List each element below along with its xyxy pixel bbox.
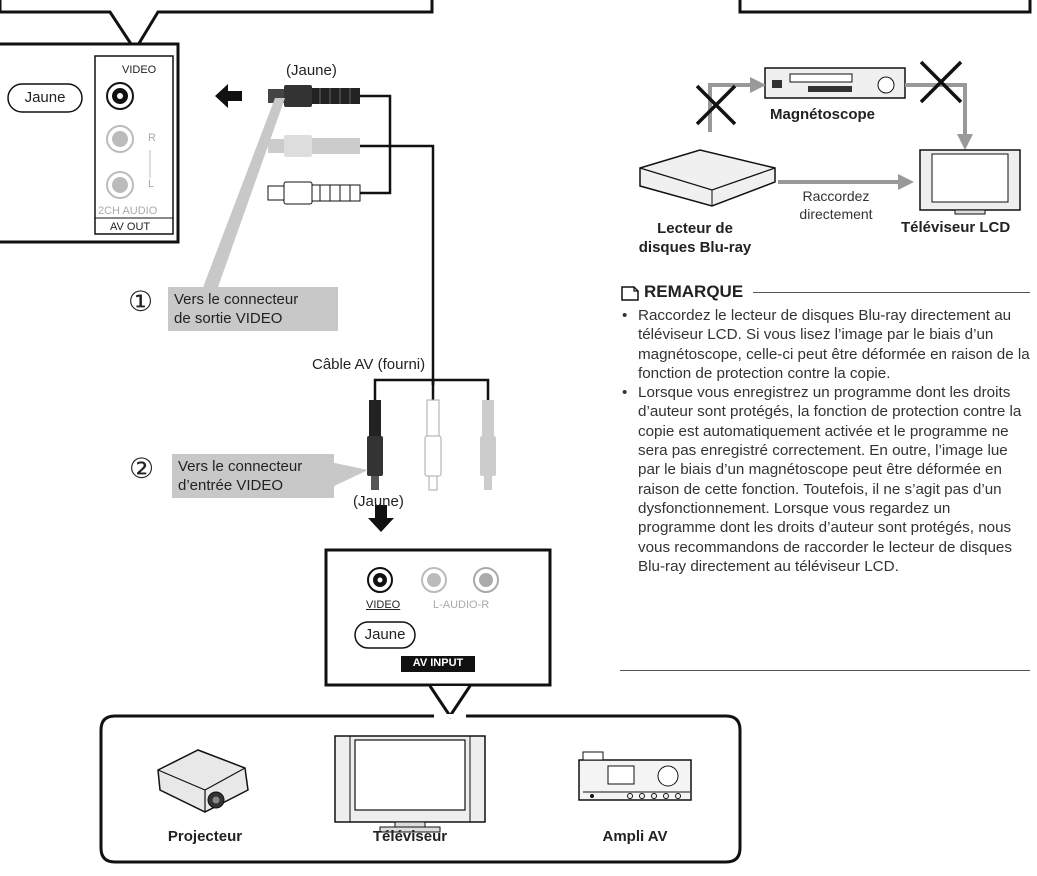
direct-line1: Raccordez <box>802 188 870 204</box>
amplifier-icon <box>578 751 692 801</box>
step-2-line1: Vers le connecteur <box>178 458 303 475</box>
note-divider <box>620 670 1030 671</box>
player-av-out-label: AV OUT <box>110 221 151 233</box>
lcd-tv-icon <box>919 149 1021 215</box>
arrow-to-input <box>368 505 394 532</box>
device-amp-label: Ampli AV <box>602 828 668 845</box>
step-2-callout: Vers le connecteur d’entrée VIDEO <box>172 454 334 498</box>
input-jaune-label: Jaune <box>364 626 406 643</box>
plugs-top <box>267 85 361 205</box>
note-icon <box>621 286 639 301</box>
projector-icon <box>157 749 249 813</box>
note-list: Raccordez le lecteur de disques Blu-ray … <box>620 306 1030 576</box>
input-video-label: VIDEO <box>366 599 401 611</box>
blu-ray-player-icon <box>639 149 776 207</box>
devices-frame <box>99 714 742 864</box>
player-jaune-label: Jaune <box>24 89 66 106</box>
note-section: REMARQUE Raccordez le lecteur de disques… <box>620 282 1030 576</box>
cable-bottom-label: (Jaune) <box>353 493 404 510</box>
step-1-line2: de sortie VIDEO <box>174 310 283 327</box>
device-projector-label: Projecteur <box>167 828 243 845</box>
step-2-line2: d’entrée VIDEO <box>178 477 284 494</box>
player-audio-label: 2CH AUDIO <box>98 205 158 217</box>
av-input-panel <box>324 548 552 687</box>
plugs-bottom <box>367 399 496 491</box>
vcr-label: Magnétoscope <box>770 106 876 123</box>
vcr-icon <box>764 67 906 99</box>
player-label-line2: disques Blu-ray <box>638 239 752 256</box>
device-tv-label: Téléviseur <box>372 828 448 845</box>
top-right-frame <box>738 0 1032 14</box>
cable-top-label: (Jaune) <box>286 62 337 79</box>
player-label: Lecteur de disques Blu-ray <box>625 219 765 257</box>
note-item: Raccordez le lecteur de disques Blu-ray … <box>620 306 1030 383</box>
direct-line2: directement <box>799 206 873 222</box>
player-rear-panel <box>0 42 180 244</box>
step-1-number: ① <box>128 285 154 318</box>
step-1-callout: Vers le connecteur de sortie VIDEO <box>168 287 338 331</box>
note-header: REMARQUE <box>620 282 1030 302</box>
television-icon <box>334 735 486 833</box>
player-label-line1: Lecteur de <box>657 220 733 237</box>
player-r-label: R <box>148 132 156 144</box>
player-l-label: L <box>148 178 155 190</box>
note-item: Lorsque vous enregistrez un programme do… <box>620 383 1030 576</box>
direct-label: Raccordez directement <box>776 187 896 223</box>
input-audio-label: L-AUDIO-R <box>433 599 490 611</box>
cable-name-label: Câble AV (fourni) <box>312 356 426 373</box>
step-1-line1: Vers le connecteur <box>174 291 299 308</box>
player-video-label: VIDEO <box>122 64 157 76</box>
note-title: REMARQUE <box>644 282 744 301</box>
step-2-number: ② <box>129 452 155 485</box>
lcd-tv-label: Téléviseur LCD <box>901 219 1011 236</box>
arrow-to-player <box>215 84 242 108</box>
input-av-label: AV INPUT <box>412 657 464 669</box>
